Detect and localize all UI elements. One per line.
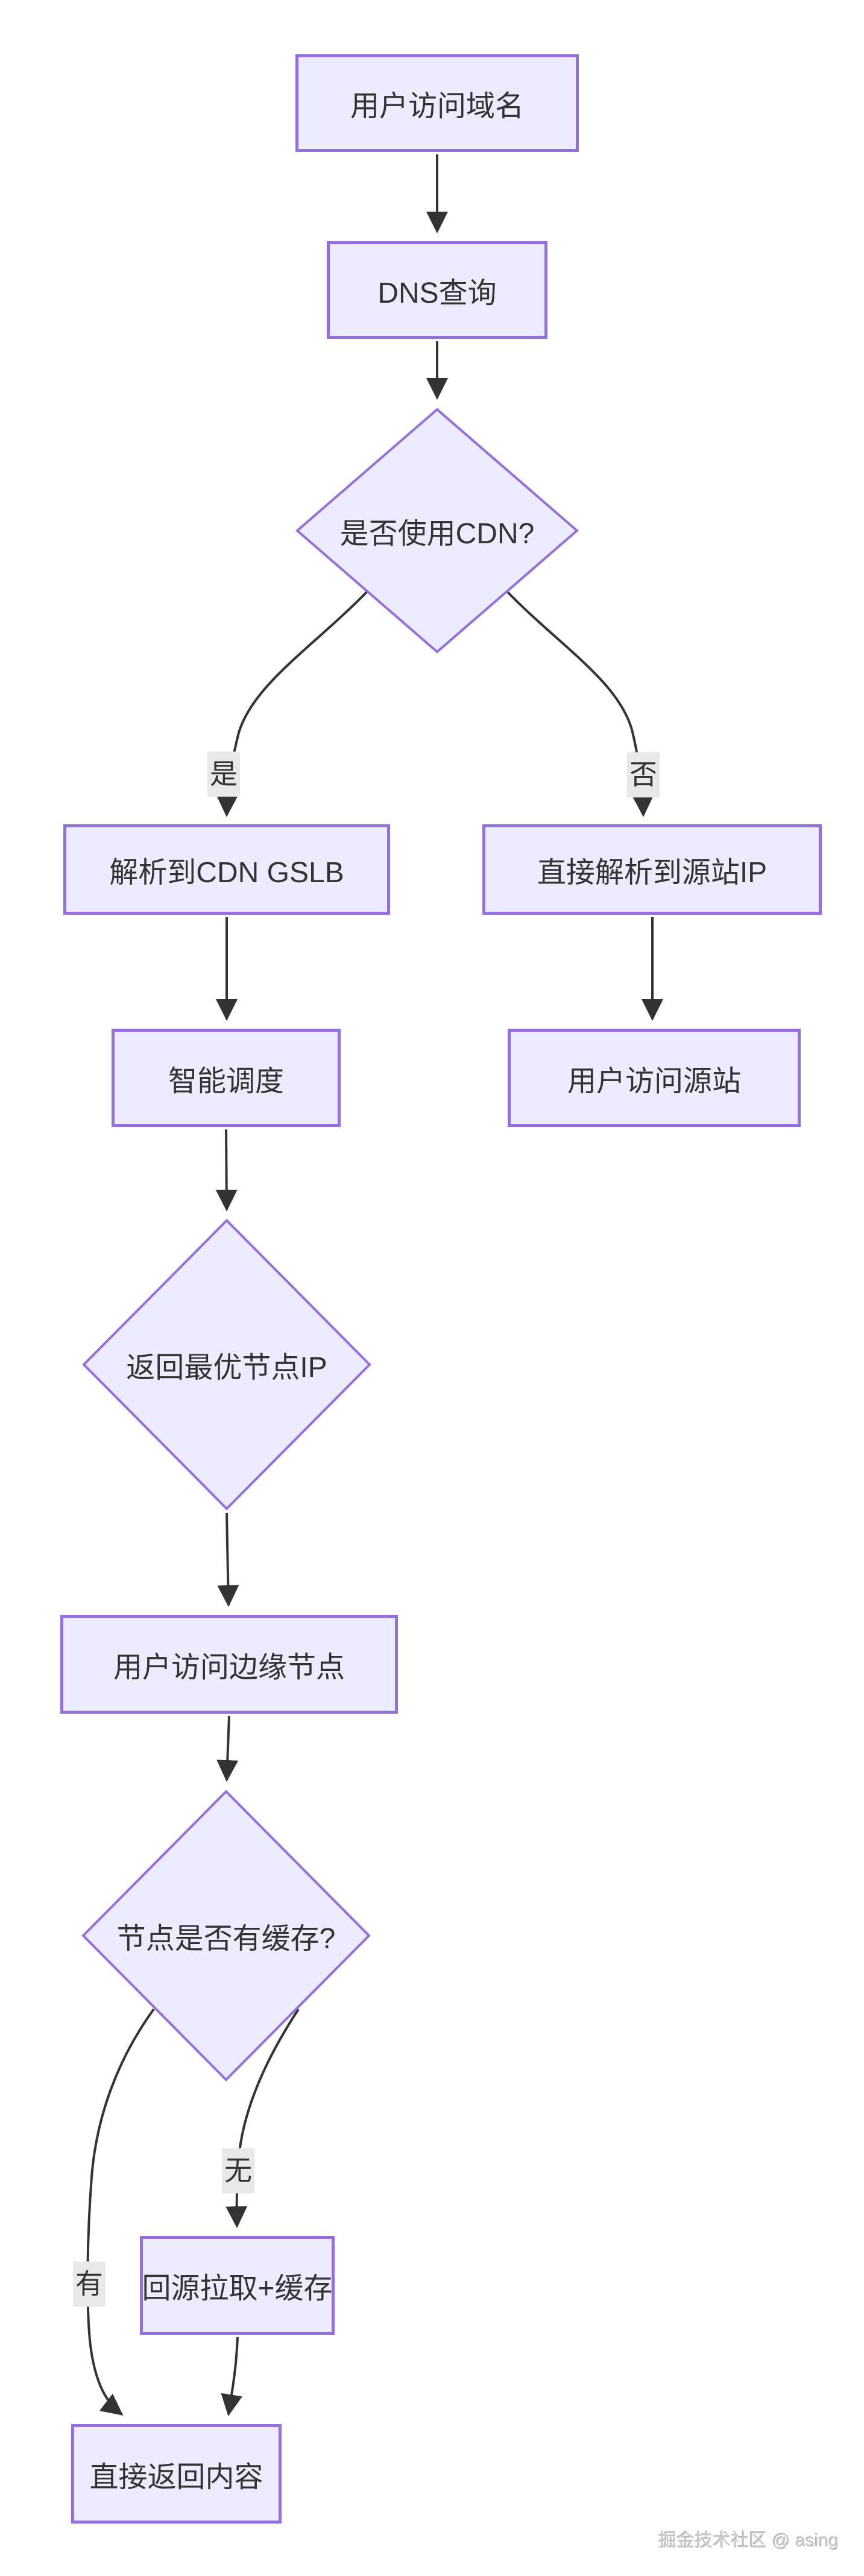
node-origin-fetch-label: 回源拉取+缓存 — [142, 2273, 333, 2305]
edge-best-node-ip-to-edge-node — [217, 1512, 239, 1607]
node-smart-scheduling: 智能调度 — [112, 1029, 341, 1127]
node-edge-node-label: 用户访问边缘节点 — [113, 1652, 345, 1684]
edge-label-no-cache: 无 — [222, 2148, 254, 2194]
node-cache-check: 节点是否有缓存? — [81, 1790, 371, 2082]
node-cdn-gslb-label: 解析到CDN GSLB — [109, 857, 344, 889]
node-origin-ip-label: 直接解析到源站IP — [537, 857, 768, 889]
node-origin-ip: 直接解析到源站IP — [482, 824, 822, 915]
node-user-domain: 用户访问域名 — [295, 54, 579, 152]
node-origin-fetch: 回源拉取+缓存 — [140, 2236, 335, 2335]
node-use-cdn-label: 是否使用CDN? — [339, 518, 535, 550]
edge-cache-check-no-to-origin-fetch — [225, 2008, 300, 2228]
edge-label-no: 否 — [627, 752, 660, 798]
node-cdn-gslb: 解析到CDN GSLB — [63, 824, 390, 915]
node-user-domain-label: 用户访问域名 — [350, 90, 524, 122]
edge-origin-fetch-to-return-content — [221, 2337, 242, 2416]
node-smart-scheduling-label: 智能调度 — [168, 1065, 284, 1097]
watermark-text: 掘金技术社区 @ asing — [658, 2531, 839, 2551]
node-return-content-label: 直接返回内容 — [89, 2461, 263, 2493]
edge-cache-check-yes-to-return-content — [86, 2008, 155, 2416]
node-user-origin: 用户访问源站 — [508, 1029, 801, 1127]
diamond-shape — [81, 1790, 371, 2082]
diamond-shape — [295, 408, 579, 654]
node-cache-check-label: 节点是否有缓存? — [116, 1923, 336, 1955]
node-best-node-ip: 返回最优节点IP — [82, 1219, 371, 1511]
node-use-cdn: 是否使用CDN? — [295, 408, 579, 654]
edge-smart-scheduling-to-best-node-ip — [215, 1129, 238, 1211]
edge-label-yes: 是 — [207, 751, 240, 797]
node-dns-query: DNS查询 — [327, 241, 547, 339]
diamond-shape — [82, 1219, 371, 1511]
edge-edge-node-to-cache-check — [216, 1716, 239, 1782]
node-edge-node: 用户访问边缘节点 — [60, 1615, 398, 1714]
node-dns-query-label: DNS查询 — [377, 277, 497, 309]
node-user-origin-label: 用户访问源站 — [567, 1065, 741, 1097]
node-return-content: 直接返回内容 — [71, 2424, 282, 2524]
node-best-node-ip-label: 返回最优节点IP — [126, 1352, 327, 1384]
edge-label-has-cache: 有 — [73, 2261, 106, 2307]
